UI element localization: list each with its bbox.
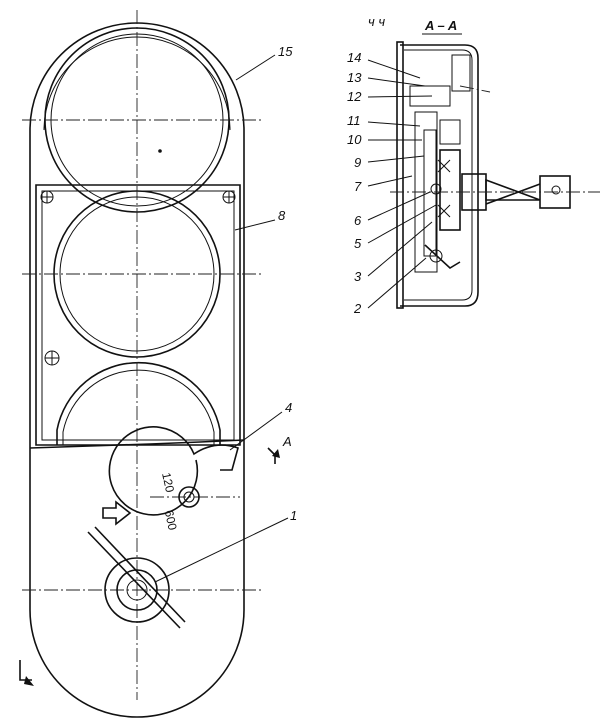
- callout-10: 10: [347, 132, 362, 147]
- direction-arrow-icon: [102, 500, 132, 526]
- callout-12: 12: [347, 89, 362, 104]
- screw-icon: [40, 190, 236, 366]
- callout-6: 6: [354, 213, 362, 228]
- section-view: A – A ч ч: [368, 14, 600, 309]
- callout-11: 11: [347, 113, 361, 128]
- reel-lower: [56, 361, 221, 445]
- dial-text-top: 120: [159, 471, 177, 494]
- section-arrow-label: A: [282, 434, 292, 449]
- callout-3: 3: [354, 269, 362, 284]
- top-marks: ч ч: [368, 14, 385, 29]
- callout-13: 13: [347, 70, 362, 85]
- callout-1: 1: [290, 508, 297, 523]
- housing-outline: [29, 22, 245, 718]
- callout-14: 14: [347, 50, 361, 65]
- callout-4: 4: [285, 400, 292, 415]
- callout-15: 15: [278, 44, 293, 59]
- callout-5: 5: [354, 236, 362, 251]
- dial-text-bottom: 600: [162, 509, 180, 532]
- section-title: A – A: [424, 18, 457, 33]
- callout-7: 7: [354, 179, 362, 194]
- callout-9: 9: [354, 155, 361, 170]
- key-1: [87, 526, 186, 629]
- callout-2: 2: [353, 301, 362, 316]
- plate-8: [35, 184, 241, 446]
- callout-8: 8: [278, 208, 286, 223]
- dial-4: 120 600: [108, 426, 239, 532]
- front-view: 120 600 A: [19, 10, 292, 718]
